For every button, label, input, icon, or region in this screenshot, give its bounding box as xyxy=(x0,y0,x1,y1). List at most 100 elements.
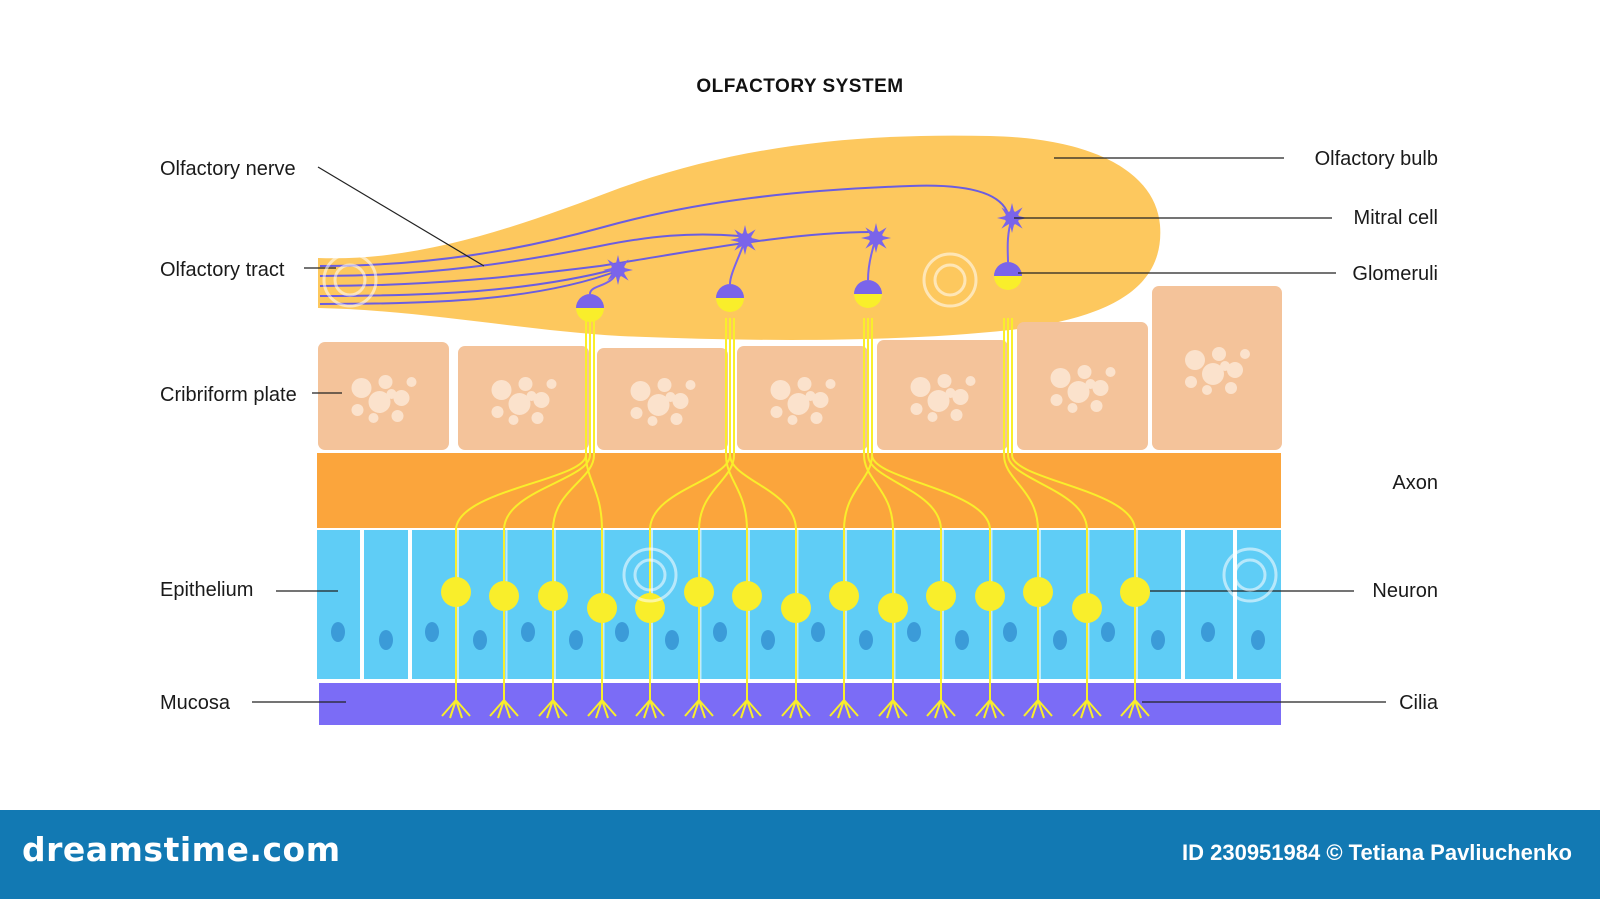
epithelium-nucleus xyxy=(1053,630,1067,650)
bone-pore xyxy=(378,375,393,389)
cilia xyxy=(489,699,519,719)
label-glomeruli: Glomeruli xyxy=(1352,263,1438,285)
olfactory-neuron xyxy=(585,318,617,719)
bone-pore xyxy=(508,415,519,425)
bone-pore xyxy=(910,377,931,397)
neuron-axon xyxy=(729,318,797,608)
neuron-axon xyxy=(1007,318,1088,608)
bone-pore xyxy=(1077,365,1092,379)
cilia xyxy=(878,699,908,719)
olfactory-neuron xyxy=(1011,318,1150,719)
cilia xyxy=(781,699,811,719)
epithelium-nucleus xyxy=(615,622,629,642)
mitral-cells xyxy=(589,203,1027,295)
bone-pore xyxy=(1202,385,1212,395)
mitral-cell-core xyxy=(611,263,625,277)
bone-pore xyxy=(797,377,812,391)
epithelium-nucleus xyxy=(379,630,393,650)
bone-pore xyxy=(546,379,557,389)
bone-pore xyxy=(508,393,531,415)
bone-pore xyxy=(351,404,364,416)
bone-pore xyxy=(1202,363,1224,385)
epithelium-nucleus xyxy=(521,622,535,642)
bone-pore xyxy=(952,389,969,405)
cilia xyxy=(538,699,568,719)
epithelium-nucleus xyxy=(665,630,679,650)
bone-pore xyxy=(1240,349,1250,359)
label-olfactory-nerve: Olfactory nerve xyxy=(160,158,296,180)
glomerulus xyxy=(576,294,604,322)
cilia xyxy=(441,699,471,719)
mitral-cell-core xyxy=(1005,211,1019,225)
neuron-body xyxy=(489,581,519,611)
cilia xyxy=(1072,699,1102,719)
bone-pore xyxy=(526,391,537,401)
bone-block xyxy=(737,346,868,450)
bone-pore xyxy=(1085,379,1096,389)
bone-pore xyxy=(965,376,976,386)
footer-bar: dreamstime.com ID 230951984 © Tetiana Pa… xyxy=(0,810,1600,899)
bone-pore xyxy=(670,413,683,425)
bone-pore xyxy=(386,389,397,399)
olfactory-neuron xyxy=(1007,318,1102,719)
epithelium-nucleus xyxy=(331,622,345,642)
label-cribriform-plate: Cribriform plate xyxy=(160,384,297,406)
cilia xyxy=(1120,699,1150,719)
neuron-body xyxy=(1023,577,1053,607)
neuron-axon xyxy=(1011,318,1136,592)
neuron-body xyxy=(587,593,617,623)
olfactory-neurons xyxy=(441,318,1150,719)
bone-pore xyxy=(391,410,404,422)
olfactory-neuron xyxy=(489,318,591,719)
bone-pore xyxy=(368,413,379,423)
bone-pore xyxy=(1090,400,1103,412)
cilia xyxy=(732,699,762,719)
glomerulus-top xyxy=(716,284,744,298)
bone-pore xyxy=(805,391,816,401)
bone-pore xyxy=(351,378,372,398)
diagram-title: OLFACTORY SYSTEM xyxy=(696,76,903,97)
bone-pore xyxy=(1105,367,1116,377)
label-neuron: Neuron xyxy=(1372,580,1438,602)
bone-pore xyxy=(657,378,672,392)
mitral-cell xyxy=(997,203,1027,263)
bone-pore xyxy=(630,407,643,419)
neuron-axon xyxy=(585,318,603,608)
glomerulus-bottom xyxy=(716,298,744,312)
neuron-axon xyxy=(455,318,587,592)
epithelium-nucleus xyxy=(425,622,439,642)
bone-pore xyxy=(491,380,512,400)
olfactory-neuron xyxy=(684,318,735,719)
bone-pore xyxy=(787,393,810,415)
glomerulus-bottom xyxy=(994,276,1022,290)
mitral-cell xyxy=(729,225,760,285)
epithelium-nucleus xyxy=(859,630,873,650)
bone-pore xyxy=(770,406,783,418)
footer-logo[interactable]: dreamstime.com xyxy=(22,830,341,869)
bone-pore xyxy=(1212,347,1226,361)
bone-block xyxy=(458,346,589,450)
mitral-cell xyxy=(589,255,633,295)
bone-pore xyxy=(770,380,791,400)
neuron-body xyxy=(1072,593,1102,623)
bone-pore xyxy=(910,403,923,415)
glomerulus xyxy=(994,262,1022,290)
bone-pore xyxy=(685,380,696,390)
label-mucosa: Mucosa xyxy=(160,692,231,714)
bone-pore xyxy=(647,416,658,426)
label-epithelium: Epithelium xyxy=(160,579,253,601)
neuron-axon xyxy=(871,318,991,596)
glomerulus-top xyxy=(854,280,882,294)
label-olfactory-tract: Olfactory tract xyxy=(160,259,285,281)
epithelium-nucleus xyxy=(955,630,969,650)
bone-pore xyxy=(1220,361,1230,371)
neuron-body xyxy=(1120,577,1150,607)
epithelium-nucleus xyxy=(473,630,487,650)
starburst-watermark-icon xyxy=(322,252,1278,603)
glomerulus-bottom xyxy=(576,308,604,322)
label-olfactory-bulb: Olfactory bulb xyxy=(1315,148,1438,170)
bone-pore xyxy=(518,377,533,391)
epithelium-nucleus xyxy=(569,630,583,650)
neuron-axon xyxy=(698,318,735,592)
neuron-axon xyxy=(649,318,731,608)
